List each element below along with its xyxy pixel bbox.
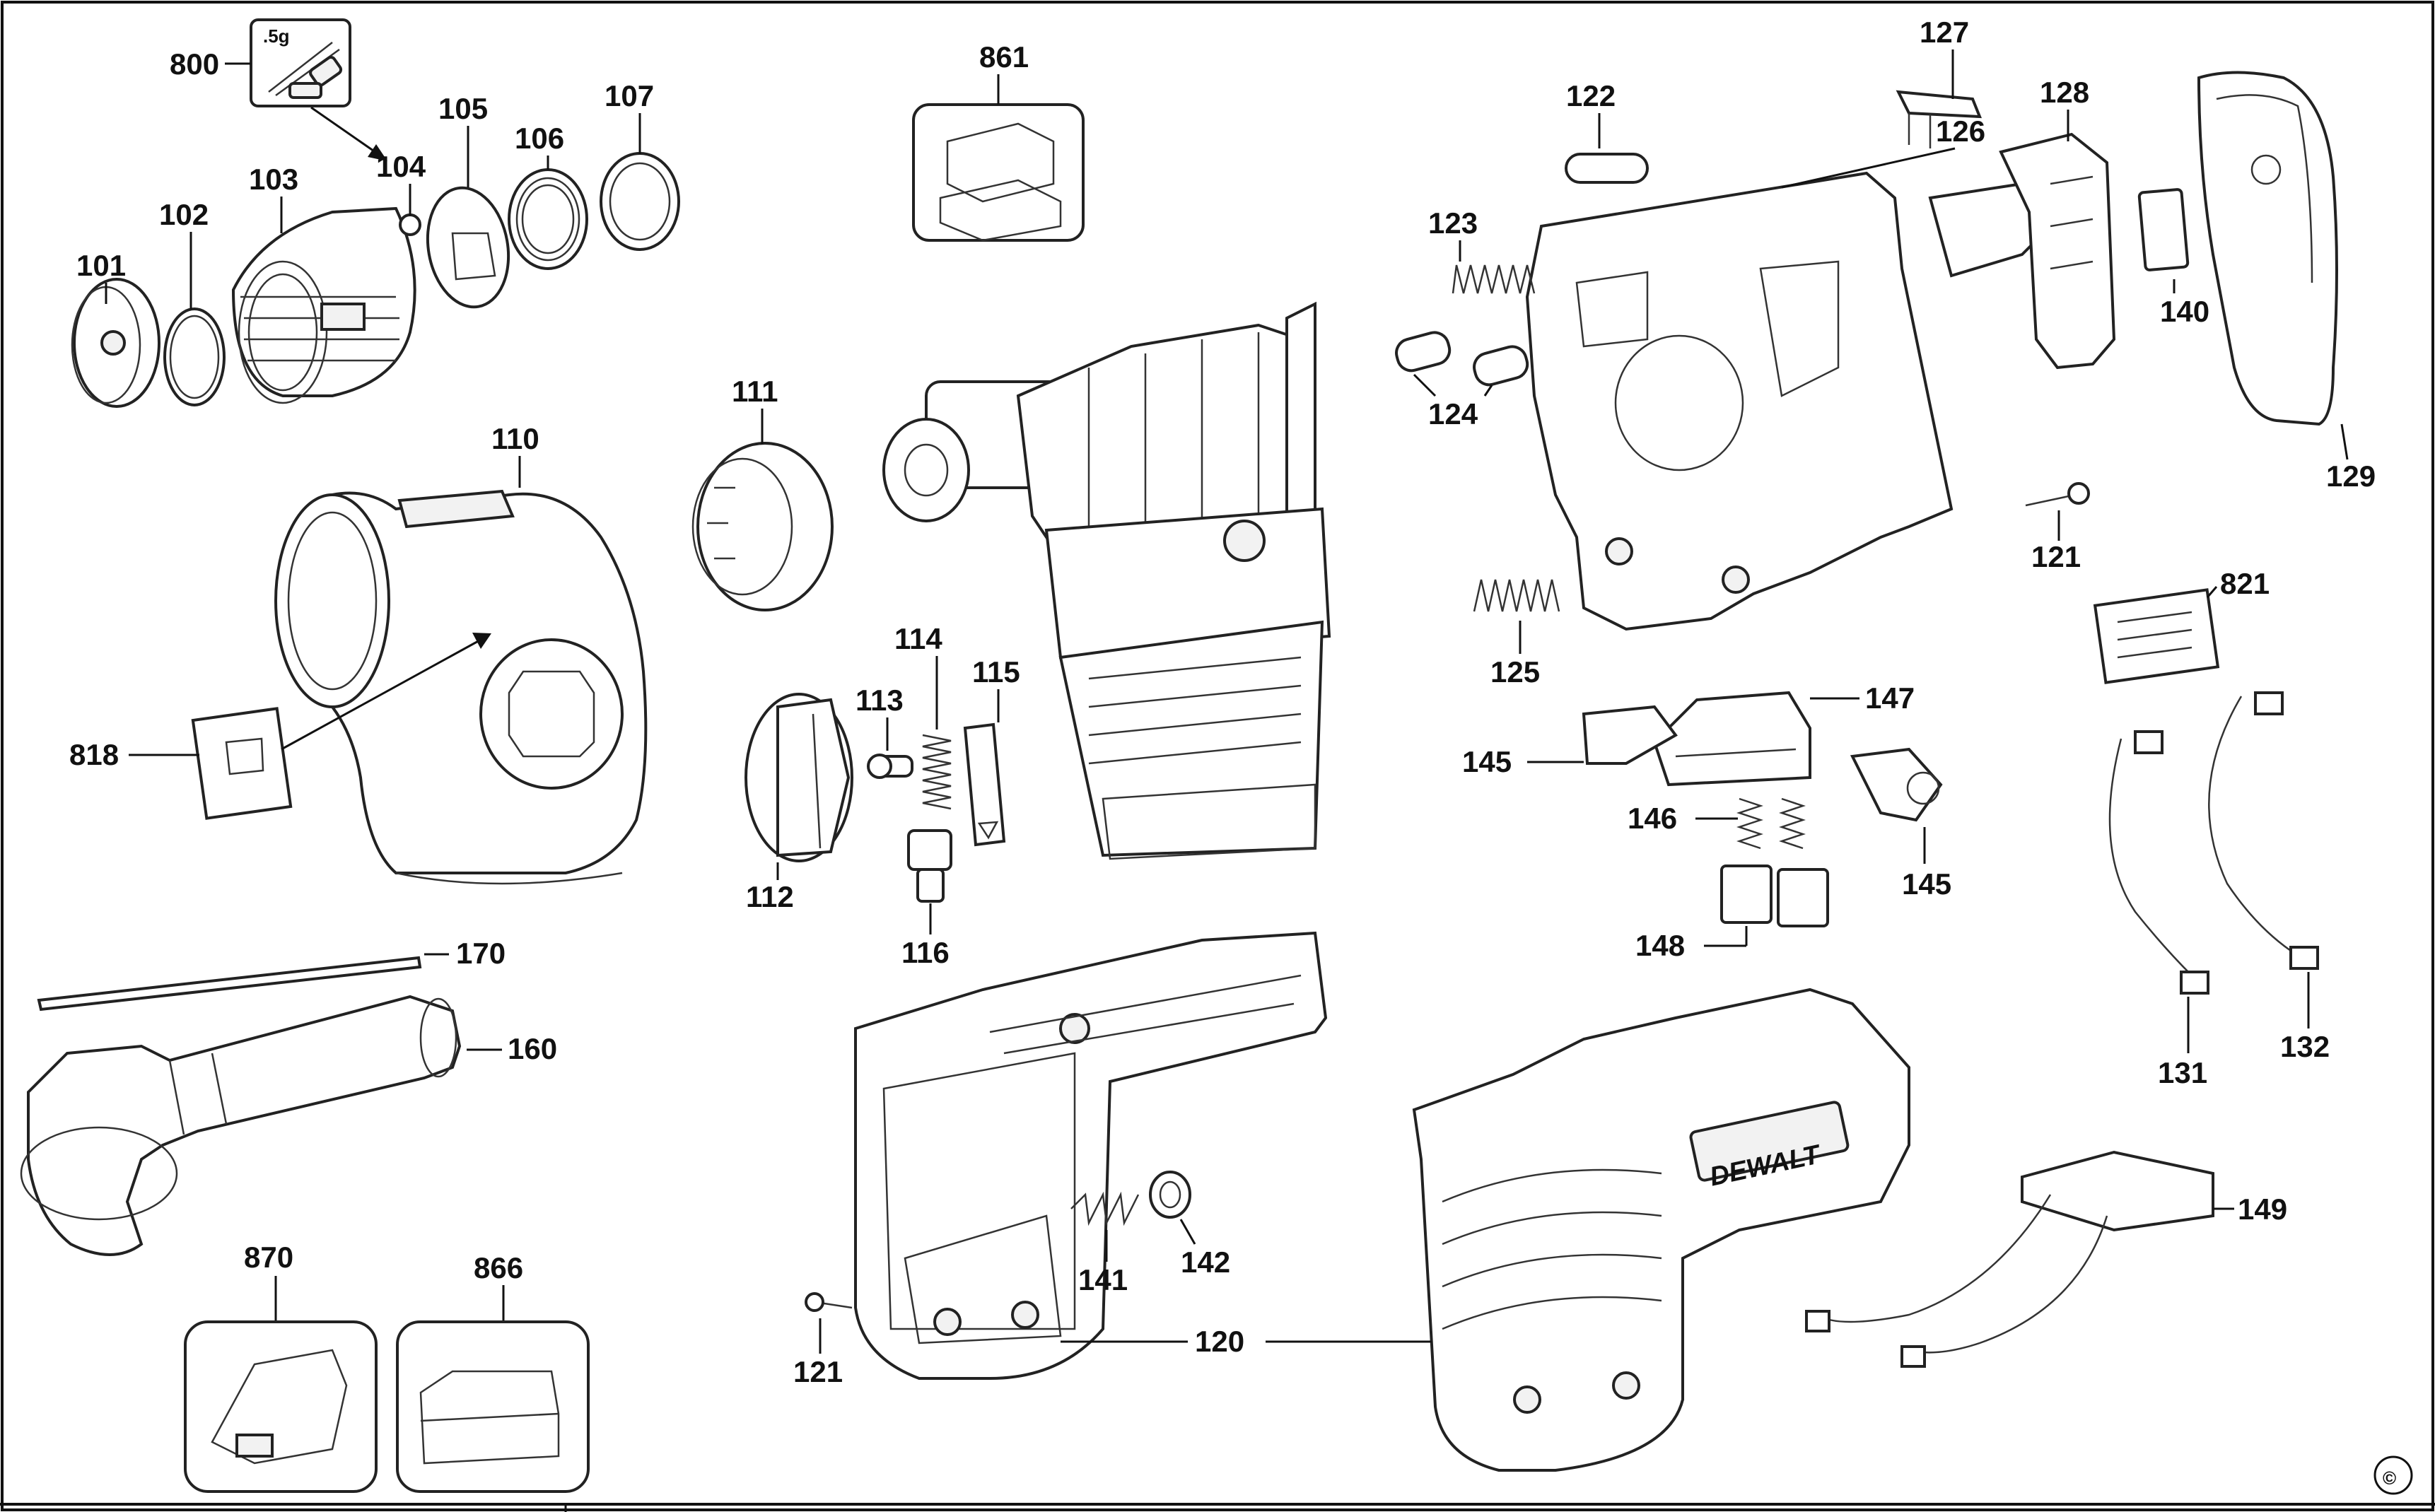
kit-weight-label: .5g — [263, 25, 290, 47]
part-146-springs — [1736, 797, 1806, 850]
label-122: 122 — [1566, 79, 1616, 112]
label-102: 102 — [159, 198, 209, 231]
part-113-pin — [867, 754, 913, 779]
part-129-handle-cover — [2197, 71, 2338, 426]
label-145-left: 145 — [1462, 745, 1512, 778]
label-149: 149 — [2238, 1192, 2287, 1226]
part-861-carry-case — [912, 103, 1085, 242]
part-106-ring — [508, 168, 588, 270]
part-120-motor-housing-half — [854, 931, 1328, 1380]
part-147-brush-holder — [1652, 691, 1811, 787]
label-142: 142 — [1181, 1246, 1230, 1279]
part-140-block — [2137, 188, 2190, 271]
label-128: 128 — [2040, 76, 2089, 109]
part-818-label — [191, 707, 293, 820]
part-101-end-cap — [71, 278, 160, 408]
part-145-brush-cap-left — [1582, 705, 1678, 765]
part-870-charger — [184, 1320, 378, 1493]
label-106: 106 — [515, 122, 564, 155]
label-111: 111 — [732, 375, 778, 408]
label-113: 113 — [856, 684, 904, 717]
part-142-bushing — [1149, 1171, 1191, 1219]
part-160-side-handle — [20, 995, 462, 1256]
label-123: 123 — [1428, 206, 1478, 240]
label-170: 170 — [456, 937, 506, 970]
label-105: 105 — [438, 92, 488, 125]
label-146: 146 — [1628, 802, 1677, 835]
part-128-switch — [1928, 132, 2116, 370]
part-131-wire-lead — [2108, 730, 2209, 995]
part-148-brushes — [1720, 865, 1829, 927]
part-114-spring — [922, 734, 952, 810]
label-121-upper: 121 — [2031, 540, 2081, 573]
label-861: 861 — [979, 40, 1029, 74]
label-120: 120 — [1195, 1325, 1244, 1358]
label-148: 148 — [1635, 929, 1685, 962]
label-116: 116 — [901, 936, 950, 969]
part-124-plug-b — [1473, 345, 1529, 387]
part-121-screw-upper — [2025, 482, 2090, 507]
label-112: 112 — [746, 880, 794, 913]
part-821-rating-label — [2093, 588, 2220, 684]
part-125-spring — [1473, 579, 1560, 612]
part-111-clutch-ring — [691, 442, 834, 611]
label-132: 132 — [2280, 1030, 2330, 1063]
label-110: 110 — [491, 422, 539, 455]
part-105-dust-cap — [426, 186, 510, 309]
part-132-wire-lead — [2208, 691, 2319, 970]
label-124: 124 — [1428, 397, 1478, 430]
copyright-symbol: © — [2383, 1467, 2396, 1489]
part-115-latch — [963, 722, 1006, 847]
hammer-mechanism — [882, 301, 1331, 860]
label-145-right: 145 — [1902, 867, 1951, 901]
part-127-clip — [1896, 90, 1983, 148]
label-125: 125 — [1490, 655, 1540, 688]
part-107-ring — [600, 152, 680, 251]
label-107: 107 — [605, 79, 654, 112]
label-800: 800 — [170, 47, 219, 81]
label-140: 140 — [2160, 295, 2209, 328]
part-800-grease-kit: .5g — [250, 18, 351, 107]
part-120-motor-housing-cover: DEWALT — [1412, 988, 1910, 1472]
label-131: 131 — [2158, 1056, 2207, 1089]
part-149-brush-board — [1805, 1150, 2214, 1368]
part-141-spring — [1070, 1191, 1140, 1226]
part-124-plug-a — [1395, 331, 1452, 373]
part-121-screw-lower — [805, 1292, 853, 1312]
label-104: 104 — [376, 150, 426, 183]
label-818: 818 — [69, 738, 119, 771]
label-147: 147 — [1865, 681, 1915, 715]
label-121-lower: 121 — [793, 1355, 843, 1388]
part-123-spring — [1452, 264, 1536, 294]
part-122-cylinder — [1565, 153, 1649, 184]
label-129: 129 — [2326, 459, 2376, 493]
label-160: 160 — [508, 1032, 557, 1065]
part-116-selector-pin — [907, 829, 952, 903]
part-112-mode-selector-knob — [744, 693, 853, 862]
part-145-brush-cap-right — [1850, 747, 1943, 822]
label-866: 866 — [474, 1251, 523, 1284]
label-103: 103 — [249, 163, 298, 196]
label-127: 127 — [1920, 16, 1969, 49]
part-170-depth-rod — [37, 956, 422, 1012]
part-103-chuck-sleeve — [231, 206, 416, 404]
label-870: 870 — [244, 1241, 293, 1274]
part-126-handle-housing — [1525, 171, 1954, 631]
label-821: 821 — [2220, 567, 2270, 600]
label-141: 141 — [1078, 1263, 1128, 1296]
part-102-ring — [163, 307, 226, 406]
label-115: 115 — [972, 655, 1020, 688]
label-114: 114 — [894, 622, 942, 655]
part-104-ball — [399, 213, 421, 236]
label-126: 126 — [1936, 115, 1985, 148]
label-101: 101 — [76, 249, 126, 282]
part-110-gear-housing — [274, 489, 648, 885]
part-866-battery — [396, 1320, 590, 1493]
